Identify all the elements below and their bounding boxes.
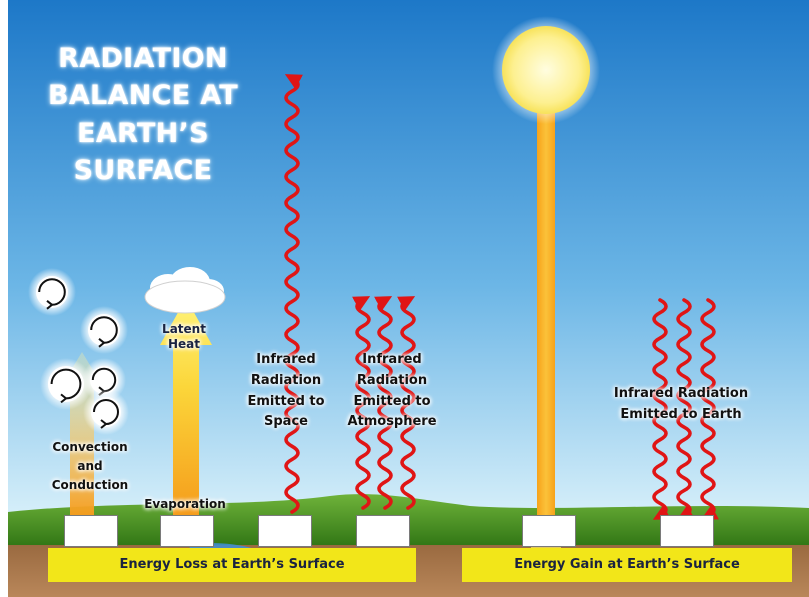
wavy-arrow-icon [397, 296, 416, 510]
wavy-arrow-icon [652, 298, 671, 520]
answer-box[interactable] [160, 515, 214, 547]
answer-box[interactable] [522, 515, 576, 547]
evaporation-label: Evaporation [144, 497, 226, 511]
circular-arrow-icon [80, 306, 128, 354]
page-title: RADIATION BALANCE AT EARTH’S SURFACE [47, 43, 239, 186]
ir-space-label: Infrared Radiation Emitted to Space [247, 352, 325, 430]
sun-icon [502, 26, 590, 114]
wavy-arrow-icon [284, 74, 303, 514]
circular-arrow-icon [28, 268, 76, 316]
latent-heat-label: Latent Heat [162, 322, 206, 352]
answer-box[interactable] [356, 515, 410, 547]
energy-gain-band [462, 548, 792, 582]
sun-beam [537, 100, 555, 530]
answer-box[interactable] [64, 515, 118, 547]
ir-atmosphere-label: Infrared Radiation Emitted to Atmosphere [347, 352, 437, 430]
wavy-arrow-icon [700, 298, 719, 520]
circular-arrow-icon [83, 389, 129, 435]
answer-box[interactable] [660, 515, 714, 547]
wavy-arrow-icon [676, 298, 695, 520]
ir-earth-label: Infrared Radiation Emitted to Earth [613, 386, 749, 422]
circular-arrow-icon [40, 358, 92, 410]
convection-label: Convection and Conduction [51, 440, 129, 493]
energy-loss-band [48, 548, 416, 582]
wavy-arrow-icon [374, 296, 393, 510]
sky [8, 0, 809, 520]
energy-loss-label: Energy Loss at Earth’s Surface [119, 557, 345, 572]
evaporation-arrow-icon [160, 298, 212, 520]
answer-box[interactable] [258, 515, 312, 547]
cloud-icon [144, 267, 226, 314]
wavy-arrow-icon [352, 296, 371, 510]
energy-gain-label: Energy Gain at Earth’s Surface [514, 557, 740, 572]
